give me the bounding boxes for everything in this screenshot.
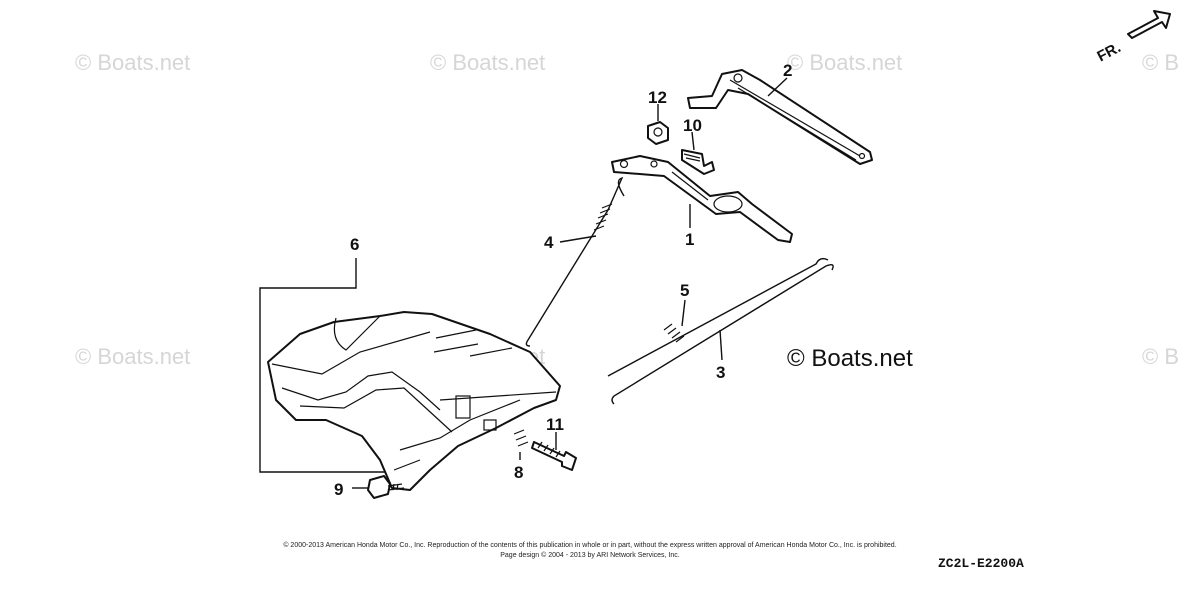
- watermark-7: © B: [1142, 344, 1179, 369]
- part-12-nut: [647, 104, 669, 145]
- watermark-5: © Boats.net: [75, 344, 190, 369]
- part-label-1: 1: [685, 230, 694, 249]
- part-label-8: 8: [514, 463, 523, 482]
- part-2-arm: [687, 69, 873, 165]
- part-3-rod: [607, 257, 834, 405]
- part-4-rod-spring: [525, 176, 625, 347]
- part-label-12: 12: [648, 88, 667, 107]
- watermark-3: © Boats.net: [787, 50, 902, 75]
- part-label-4: 4: [544, 233, 554, 252]
- part-6-cover: [259, 258, 561, 491]
- diagram-code: ZC2L-E2200A: [938, 556, 1024, 571]
- part-label-11: 11: [546, 415, 564, 434]
- part-8-spring: [513, 429, 529, 460]
- part-label-9: 9: [334, 480, 343, 499]
- part-label-2: 2: [783, 61, 792, 80]
- part-9-bolt: [352, 475, 405, 499]
- part-label-3: 3: [716, 363, 725, 382]
- part-label-10: 10: [683, 116, 702, 135]
- part-11-bolt: [531, 432, 577, 471]
- part-label-5: 5: [680, 281, 689, 300]
- watermark-2: © Boats.net: [430, 50, 545, 75]
- part-5-spring: [663, 299, 686, 343]
- part-label-6: 6: [350, 235, 359, 254]
- part-10-bolt: [681, 131, 715, 175]
- watermark-1: © Boats.net: [75, 50, 190, 75]
- front-direction-label: FR.: [1094, 39, 1123, 65]
- watermark-4: © B: [1142, 50, 1179, 75]
- copyright-line: © 2000-2013 American Honda Motor Co., In…: [283, 541, 896, 549]
- page-design-line: Page design © 2004 - 2013 by ARI Network…: [500, 551, 680, 559]
- watermark-main: © Boats.net: [787, 345, 913, 372]
- part-1-arm: [611, 155, 793, 243]
